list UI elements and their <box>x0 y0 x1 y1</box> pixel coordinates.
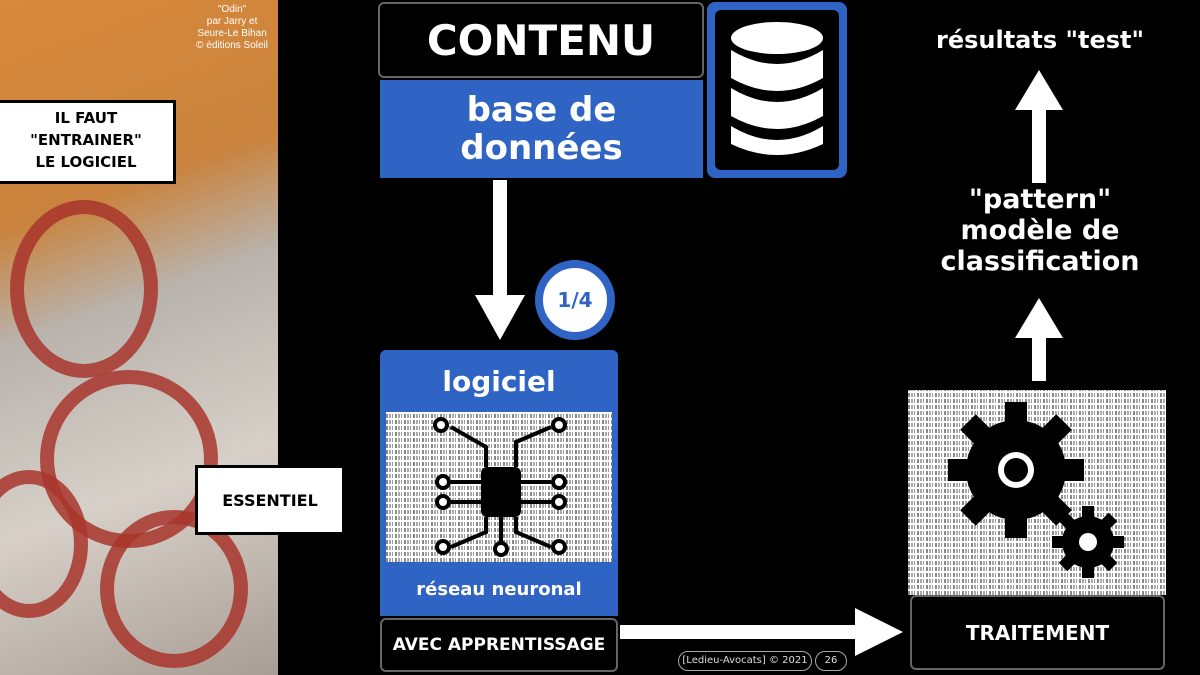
speech-bubble: IL FAUT"ENTRAINER"LE LOGICIEL <box>0 100 176 184</box>
gears-icon <box>948 402 1124 578</box>
results-label: résultats "test" <box>935 26 1144 54</box>
learning-mode-label: AVEC APPRENTISSAGE <box>380 618 618 672</box>
processing-area <box>908 390 1166 595</box>
arrow-right <box>620 625 860 639</box>
arrow-up-top <box>1015 70 1063 110</box>
database-label: base de données <box>380 80 703 178</box>
essentiel-caption: ESSENTIEL <box>195 465 345 535</box>
arrow-up-bottom <box>1015 298 1063 338</box>
neural-network-label: réseau neuronal <box>380 562 618 616</box>
database-icon <box>731 22 823 155</box>
footer-copyright: [Ledieu-Avocats] © 2021 <box>678 651 812 671</box>
neural-chip-area <box>380 412 618 562</box>
contenu-title: CONTENU <box>378 2 704 78</box>
traitement-label: TRAITEMENT <box>910 595 1165 670</box>
database-icon-box <box>707 2 847 178</box>
chip-icon <box>433 417 567 557</box>
step-badge: 1/4 <box>535 260 615 340</box>
logiciel-label: logiciel <box>380 350 618 412</box>
page-number: 26 <box>815 651 847 671</box>
arrow-down <box>493 180 507 300</box>
